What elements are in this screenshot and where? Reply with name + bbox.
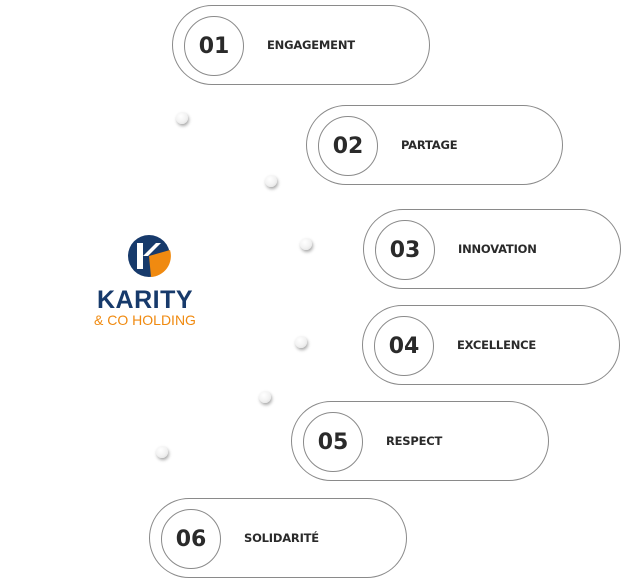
value-item-innovation: 03 INNOVATION: [363, 209, 621, 289]
value-item-partage: 02 PARTAGE: [306, 105, 563, 185]
value-label: PARTAGE: [401, 138, 458, 152]
value-number: 05: [303, 412, 363, 472]
decorative-dot: [265, 175, 277, 187]
value-label: EXCELLENCE: [457, 338, 537, 352]
value-label: ENGAGEMENT: [267, 38, 355, 52]
decorative-dot: [300, 238, 312, 250]
value-label: INNOVATION: [458, 242, 537, 256]
value-number: 01: [184, 16, 244, 76]
brand-subtitle: & CO HOLDING: [94, 312, 196, 328]
value-number: 06: [161, 509, 221, 569]
value-item-engagement: 01 ENGAGEMENT: [172, 5, 430, 85]
value-number: 04: [374, 316, 434, 376]
value-label: RESPECT: [386, 434, 443, 448]
decorative-dot: [259, 391, 271, 403]
decorative-dot: [156, 446, 168, 458]
value-item-respect: 05 RESPECT: [291, 401, 549, 481]
value-number: 02: [318, 116, 378, 176]
value-item-solidarite: 06 SOLIDARITÉ: [149, 498, 407, 578]
value-item-excellence: 04 EXCELLENCE: [362, 305, 620, 385]
value-number: 03: [375, 220, 435, 280]
decorative-dot: [295, 336, 307, 348]
brand-name: KARITY: [96, 286, 194, 314]
value-label: SOLIDARITÉ: [244, 531, 319, 545]
karity-k-logo-icon: [128, 235, 171, 277]
decorative-dot: [176, 112, 188, 124]
